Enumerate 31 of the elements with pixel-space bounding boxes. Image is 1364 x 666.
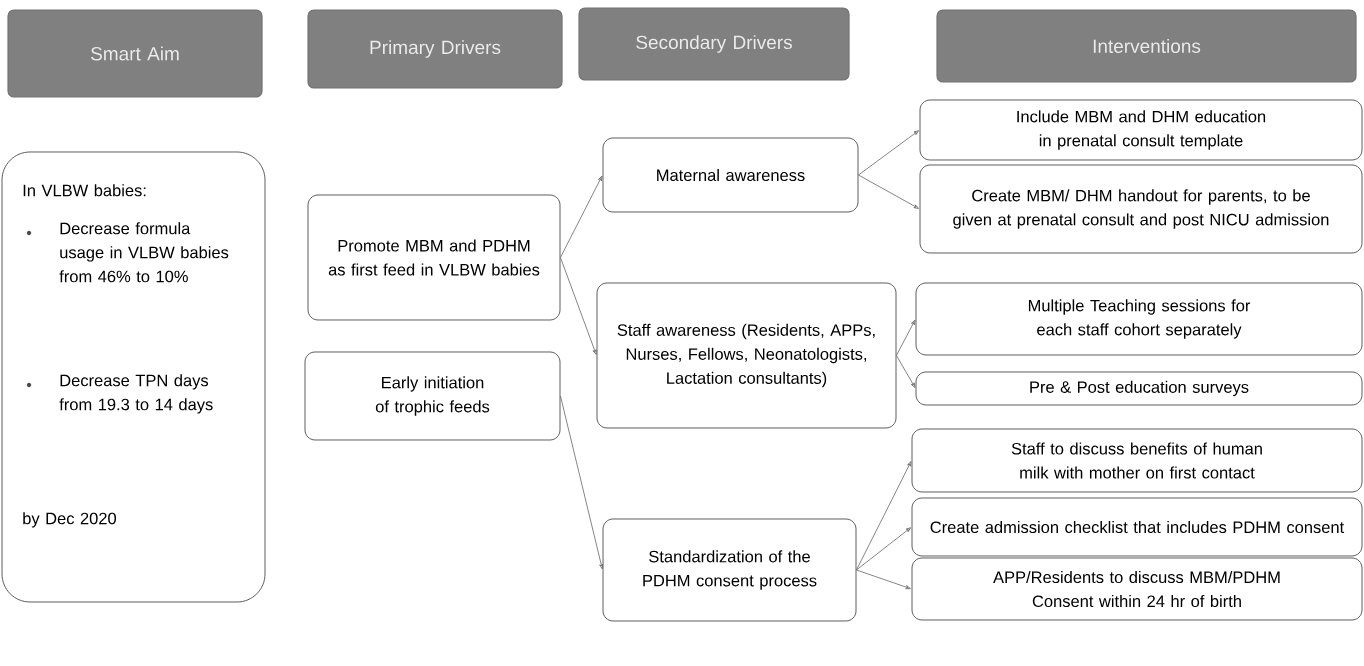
driver-box: Promote MBM and PDHM as first feed in VLBW babies xyxy=(307,194,561,321)
arrow xyxy=(856,461,912,571)
header-box: Primary Drivers xyxy=(307,9,563,89)
driver-box: Staff awareness (Residents, APPs, Nurses, Fellows, Neonatologists, Lactation consultants) xyxy=(596,282,897,429)
arrow xyxy=(856,527,911,571)
header-box: Interventions xyxy=(936,9,1357,83)
aim-text: In VLBW babies: xyxy=(23,184,146,197)
aim-text: by Dec 2020 xyxy=(23,512,116,528)
arrow xyxy=(858,174,919,209)
arrow xyxy=(896,319,916,356)
arrow xyxy=(856,569,911,590)
intervention-box: Include MBM and DHM education in prenatal consult template xyxy=(919,99,1363,161)
intervention-box: Multiple Teaching sessions for each staff cohort separately xyxy=(915,282,1363,356)
intervention-box: Staff to discuss benefits of human milk with mother on first contact xyxy=(911,428,1363,493)
header-box: Smart Aim xyxy=(7,9,263,98)
aim-box xyxy=(1,151,266,603)
intervention-box: APP/Residents to discuss MBM/PDHM Consent within 24 hr of birth xyxy=(911,557,1363,621)
intervention-box: Create admission checklist that includes PDHM consent xyxy=(911,497,1363,557)
arrow xyxy=(560,175,603,258)
arrow xyxy=(560,257,597,355)
intervention-box: Create MBM/ DHM handout for parents, to be given at prenatal consult and post NICU admission xyxy=(919,164,1363,254)
driver-box: Maternal awareness xyxy=(602,137,859,213)
arrow xyxy=(858,130,919,176)
bullet-item: Decrease formula usage in VLBW babies from 46% to 10% xyxy=(26,222,229,283)
arrow xyxy=(896,355,916,388)
driver-box: Early initiation of trophic feeds xyxy=(304,351,561,441)
header-box: Secondary Drivers xyxy=(578,7,850,81)
intervention-box: Pre & Post education surveys xyxy=(915,371,1363,406)
bullet-item: Decrease TPN days from 19.3 to 14 days xyxy=(26,374,213,414)
driver-box: Standardization of the PDHM consent process xyxy=(602,518,857,622)
arrow xyxy=(560,395,604,570)
